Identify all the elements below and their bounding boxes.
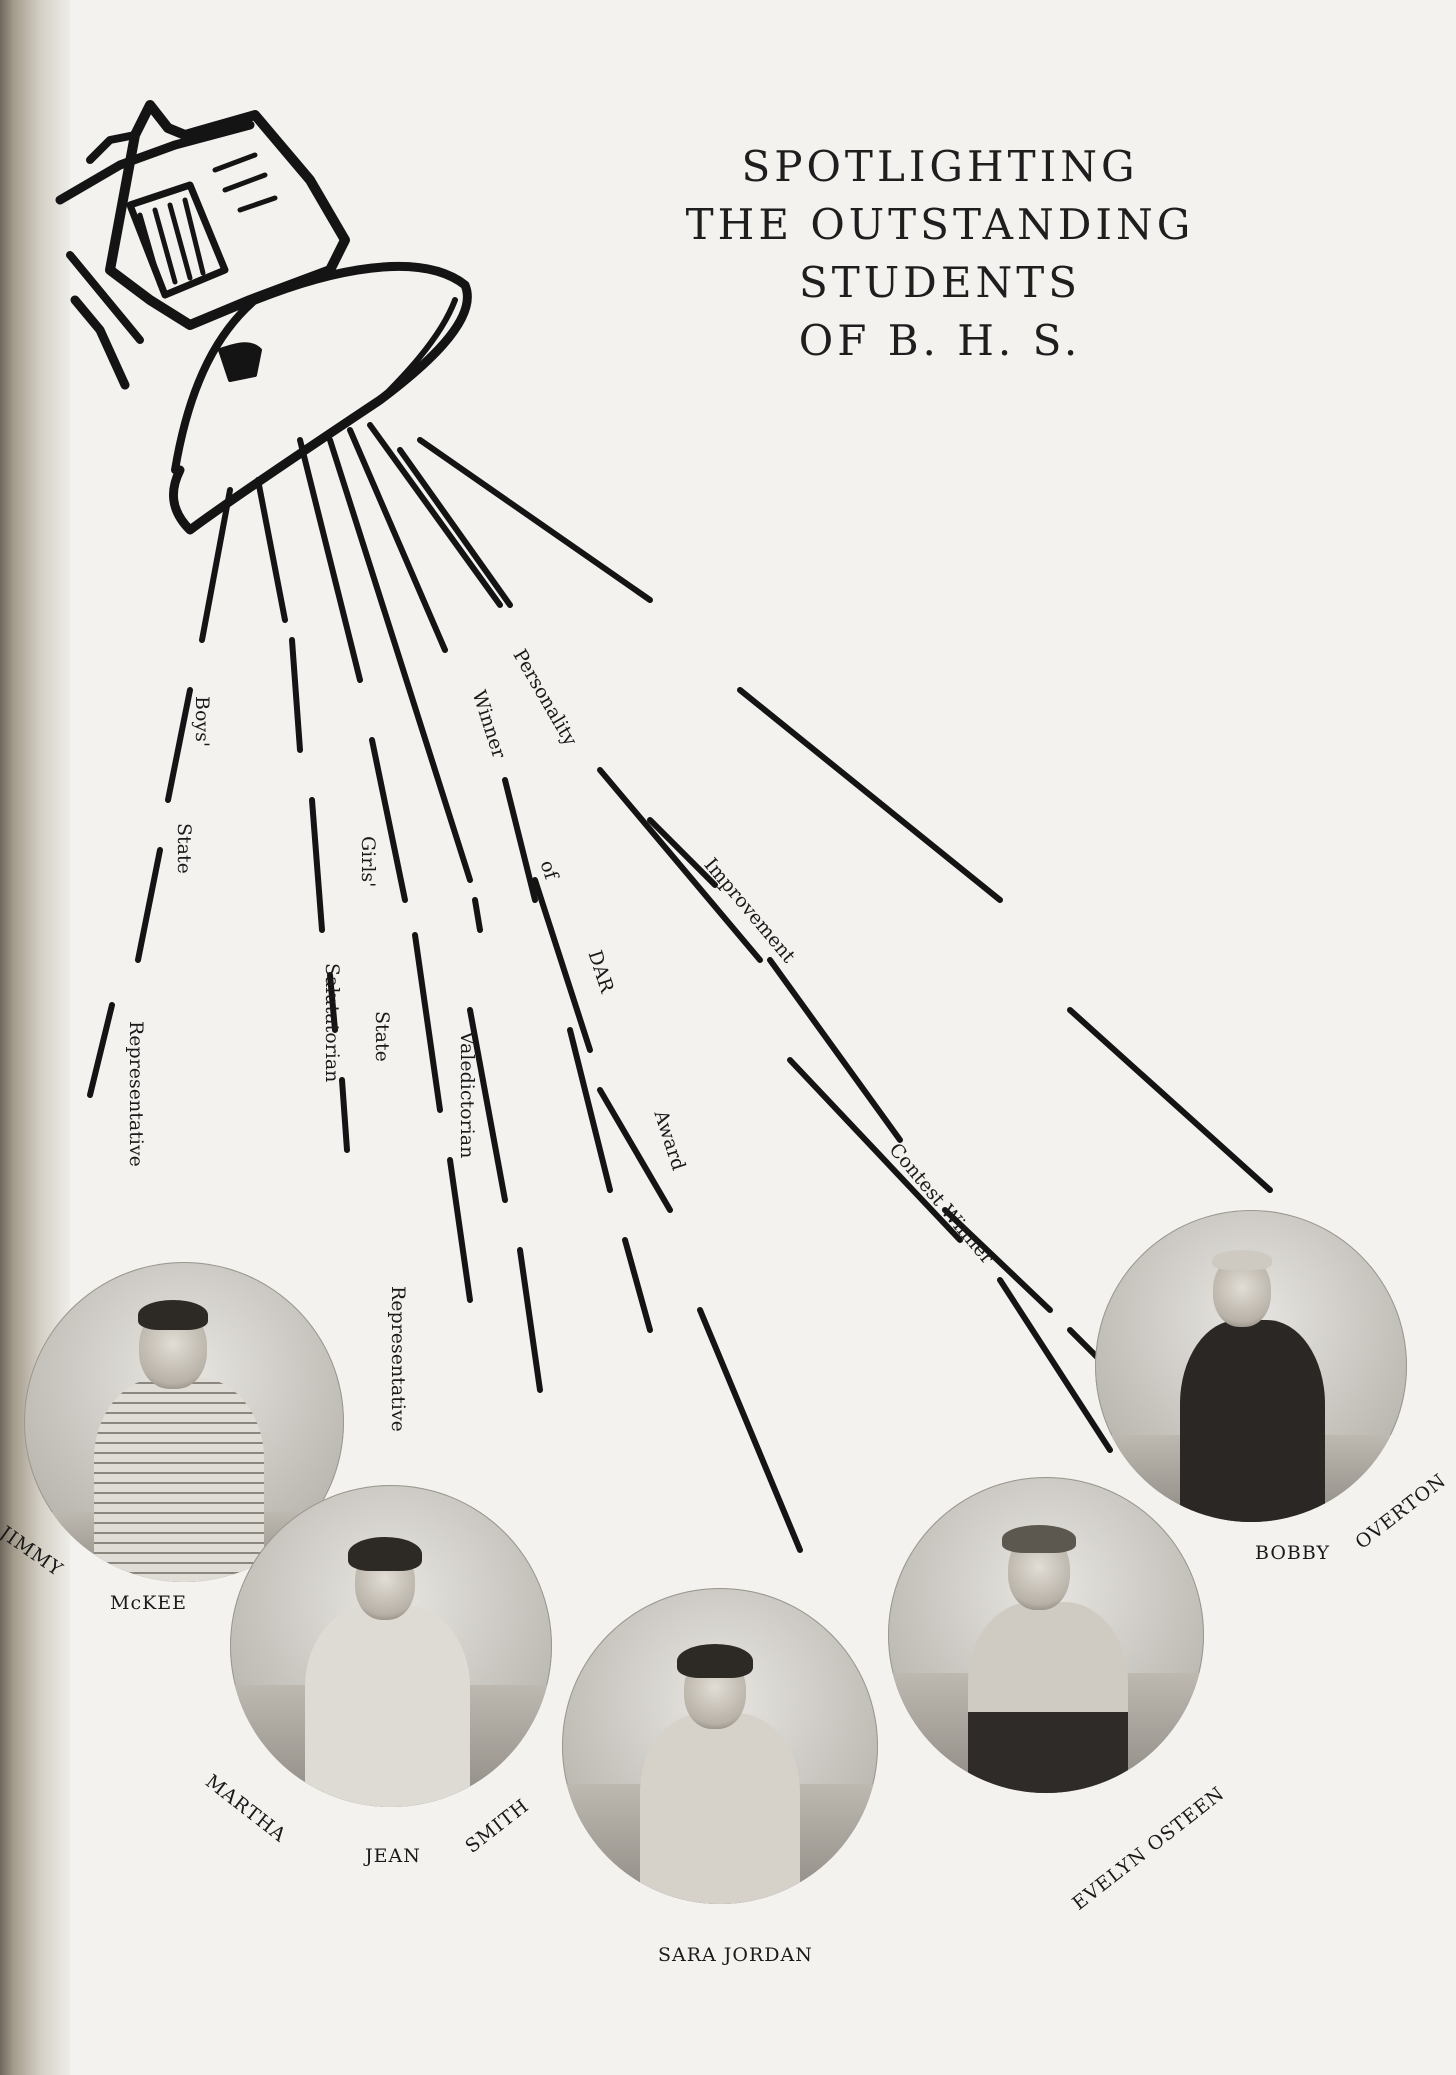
title-line-2: THE OUTSTANDING	[685, 200, 1195, 249]
label-valedictorian: Valedictorian	[456, 1031, 478, 1159]
beam-2	[255, 477, 350, 1153]
page-title: SPOTLIGHTING THE OUTSTANDING STUDENTS OF…	[630, 138, 1250, 370]
photo-hair	[677, 1644, 753, 1678]
spotlight-icon	[55, 100, 472, 535]
label-girls: Girls'	[357, 836, 379, 888]
beam-7	[597, 767, 1113, 1453]
photo-martha-jean-smith	[230, 1485, 552, 1807]
label-girls-representative: Representative	[387, 1286, 409, 1432]
photo-figure	[968, 1602, 1128, 1793]
caption-sara-jordan: SARA JORDAN	[658, 1944, 813, 1966]
photo-figure	[94, 1377, 264, 1582]
photo-evelyn-osteen	[888, 1477, 1204, 1793]
title-line-3: STUDENTS	[798, 258, 1082, 307]
photo-figure	[1180, 1320, 1325, 1522]
title-line-4: OF B. H. S.	[798, 316, 1082, 365]
label-girls-state: State	[371, 1011, 393, 1062]
beam-3	[297, 437, 473, 1303]
photo-hair	[348, 1537, 422, 1571]
label-boys-state: State	[173, 823, 195, 874]
label-boys: Boys'	[191, 696, 213, 748]
beam-8	[397, 447, 1133, 1393]
photo-hair	[1212, 1250, 1272, 1270]
caption-bobby: BOBBY	[1255, 1542, 1331, 1564]
caption-mckee: McKEE	[110, 1592, 188, 1614]
beam-4	[327, 437, 543, 1393]
beam-9	[417, 437, 1273, 1193]
caption-jean: JEAN	[365, 1845, 421, 1867]
beam-1	[87, 487, 233, 1098]
photo-hair	[1002, 1525, 1076, 1553]
label-boys-representative: Representative	[125, 1021, 147, 1167]
photo-bobby-overton	[1095, 1210, 1407, 1522]
light-beams	[87, 422, 1273, 1553]
photo-jimmy-mckee	[24, 1262, 344, 1582]
label-salutatorian: Salutatorian	[321, 963, 343, 1083]
photo-hair	[138, 1300, 208, 1330]
title-line-1: SPOTLIGHTING	[741, 142, 1139, 191]
beam-5	[347, 427, 653, 1333]
book-spine-shadow	[0, 0, 70, 2075]
beam-6	[367, 422, 803, 1553]
photo-sara-jordan	[562, 1588, 878, 1904]
photo-figure	[640, 1713, 800, 1904]
photo-figure	[305, 1605, 470, 1807]
